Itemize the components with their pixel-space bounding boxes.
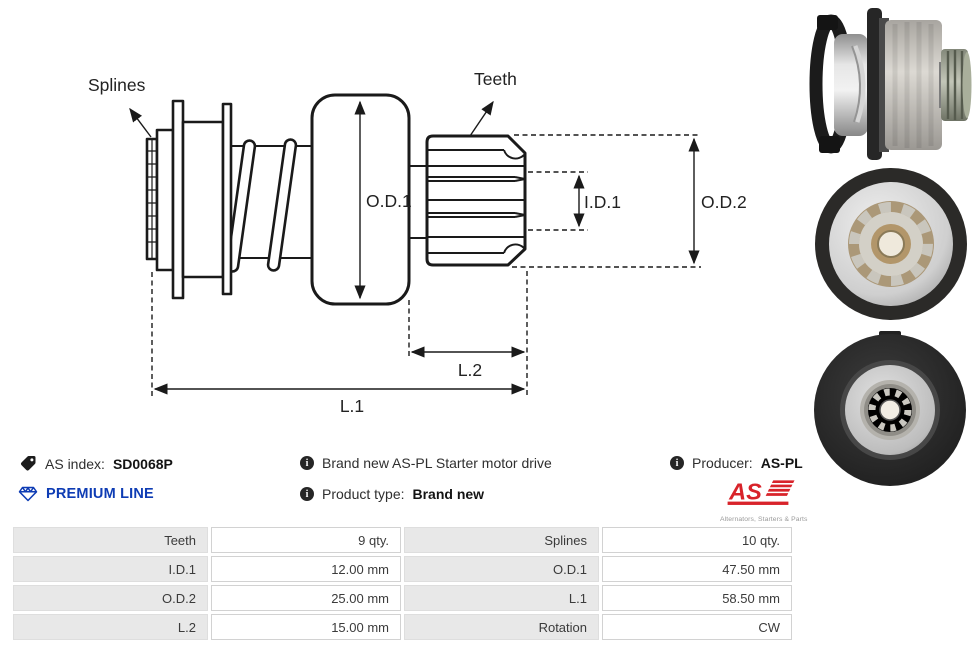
dimension-l1: L.1 xyxy=(153,383,526,416)
tag-icon xyxy=(21,456,36,471)
od1-label: O.D.1 xyxy=(366,191,412,211)
spec-label: O.D.2 xyxy=(13,585,208,611)
table-row: Teeth 9 qty. Splines 10 qty. xyxy=(13,527,792,553)
pinion-gear xyxy=(425,134,527,267)
product-type-value: Brand new xyxy=(412,486,485,502)
spec-value: 9 qty. xyxy=(211,527,401,553)
dimension-id1: I.D.1 xyxy=(573,174,621,228)
l2-label: L.2 xyxy=(458,360,482,380)
product-photo-front-view[interactable] xyxy=(812,166,970,322)
info-icon: i xyxy=(670,456,684,470)
spec-label: Splines xyxy=(404,527,599,553)
producer-label: Producer: xyxy=(692,455,753,471)
splined-shaft xyxy=(145,99,233,300)
info-icon: i xyxy=(300,487,314,501)
spec-value: 25.00 mm xyxy=(211,585,401,611)
spec-label: O.D.1 xyxy=(404,556,599,582)
spec-value: 12.00 mm xyxy=(211,556,401,582)
table-row: I.D.1 12.00 mm O.D.1 47.50 mm xyxy=(13,556,792,582)
teeth-label: Teeth xyxy=(474,69,517,89)
spec-table: Teeth 9 qty. Splines 10 qty. I.D.1 12.00… xyxy=(10,524,795,643)
callout-teeth: Teeth xyxy=(469,69,517,137)
id1-label: I.D.1 xyxy=(584,192,621,212)
callout-splines: Splines xyxy=(88,75,152,138)
as-pl-logo-mark: AS xyxy=(727,478,795,505)
as-index-label: AS index: xyxy=(45,455,105,472)
description-row: i Brand new AS-PL Starter motor drive xyxy=(300,455,552,471)
spec-label: I.D.1 xyxy=(13,556,208,582)
as-pl-logo: AS Alternators, Starters & Parts xyxy=(720,477,808,523)
product-type-row: i Product type: Brand new xyxy=(300,486,484,502)
splines-label: Splines xyxy=(88,75,146,95)
pinion-step xyxy=(409,165,427,239)
spring-coils xyxy=(225,138,298,273)
construction-lines xyxy=(151,134,701,397)
logo-text: AS xyxy=(728,478,762,504)
spec-label: L.2 xyxy=(13,614,208,640)
as-index-value: SD0068P xyxy=(112,455,173,472)
logo-tagline: Alternators, Starters & Parts xyxy=(720,516,808,523)
table-row: L.2 15.00 mm Rotation CW xyxy=(13,614,792,640)
table-row: O.D.2 25.00 mm L.1 58.50 mm xyxy=(13,585,792,611)
premium-line-label: PREMIUM LINE xyxy=(46,486,154,502)
technical-drawing: O.D.1 I.D.1 O.D.2 L.2 L.1 S xyxy=(88,69,747,416)
product-photo-side-view[interactable] xyxy=(800,6,972,162)
od2-label: O.D.2 xyxy=(701,192,747,212)
diamond-icon xyxy=(18,486,38,502)
info-icon: i xyxy=(300,456,314,470)
spec-label: Teeth xyxy=(13,527,208,553)
dimension-od2: O.D.2 xyxy=(688,137,747,265)
spec-value: 10 qty. xyxy=(602,527,792,553)
producer-value: AS-PL xyxy=(760,455,803,471)
product-photo-rear-view[interactable] xyxy=(808,330,972,488)
premium-line-row: PREMIUM LINE xyxy=(18,486,154,502)
spec-label: Rotation xyxy=(404,614,599,640)
as-index-row: AS index: SD0068P xyxy=(20,455,173,472)
dimension-l2: L.2 xyxy=(410,346,526,380)
spec-value: 47.50 mm xyxy=(602,556,792,582)
l1-label: L.1 xyxy=(340,396,364,416)
spec-value: 15.00 mm xyxy=(211,614,401,640)
spec-value: CW xyxy=(602,614,792,640)
dimension-od1: O.D.1 xyxy=(354,100,412,300)
spec-value: 58.50 mm xyxy=(602,585,792,611)
product-type-label: Product type: xyxy=(322,486,405,502)
product-description: Brand new AS-PL Starter motor drive xyxy=(322,455,552,471)
spec-label: L.1 xyxy=(404,585,599,611)
producer-row: i Producer: AS-PL xyxy=(670,455,803,471)
